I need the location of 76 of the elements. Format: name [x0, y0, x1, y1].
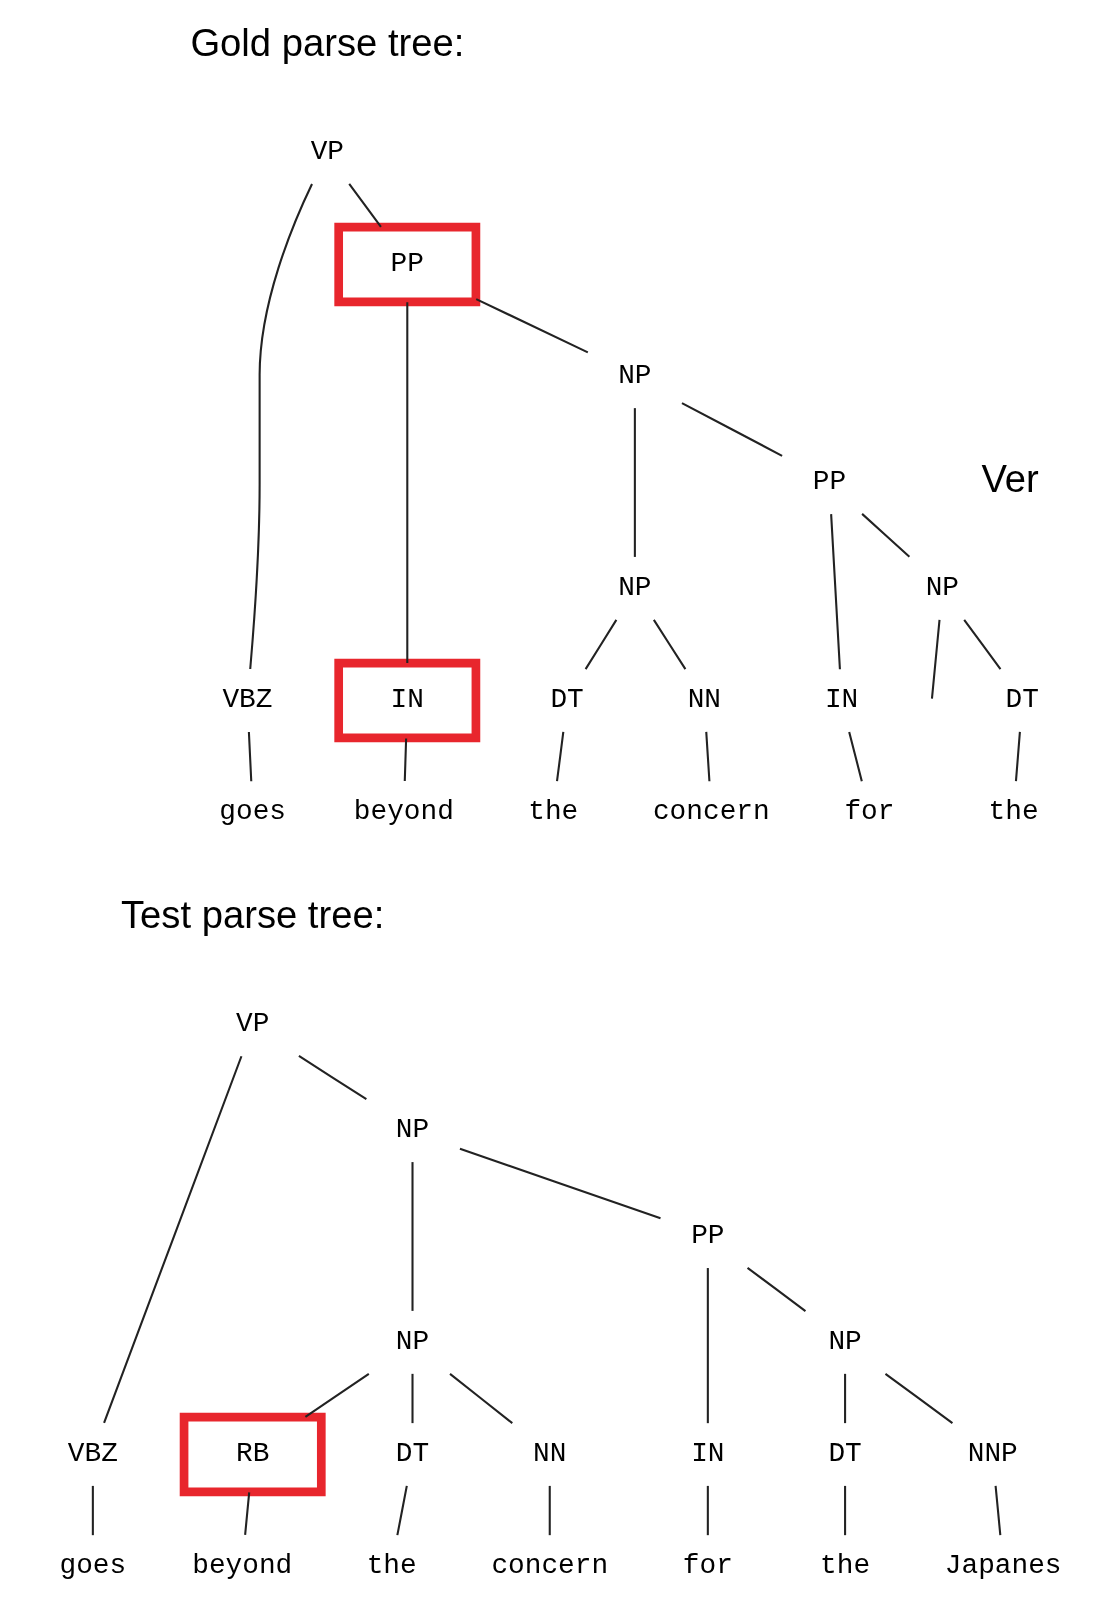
connector — [410, 1373, 414, 1424]
connector — [843, 1485, 846, 1536]
node-text: NP — [925, 572, 959, 604]
node-text: goes — [59, 1550, 126, 1582]
connector — [847, 731, 863, 782]
node-text: the — [366, 1550, 417, 1582]
connector — [962, 619, 1001, 670]
node-text: NNP — [967, 1438, 1018, 1470]
node-text: VP — [235, 1008, 269, 1040]
connector — [706, 1485, 709, 1536]
connector — [410, 1162, 414, 1311]
node-text: NN — [687, 684, 721, 716]
connector — [706, 1268, 709, 1424]
node-text: IN — [824, 684, 858, 716]
node-text: DT — [1005, 684, 1039, 716]
node-text: for — [843, 796, 894, 828]
node-text: NP — [617, 360, 652, 392]
connector — [584, 619, 617, 670]
connector — [247, 731, 252, 782]
connector — [704, 731, 710, 782]
node-text: DT — [395, 1438, 429, 1470]
connector — [297, 1055, 367, 1101]
node-text: for — [682, 1550, 733, 1582]
connector — [555, 731, 564, 782]
connector — [860, 513, 910, 558]
node-text: VP — [310, 136, 344, 168]
node-box: RB — [179, 1412, 326, 1497]
connector — [405, 302, 408, 664]
node-box: IN — [333, 658, 480, 743]
node-text: NP — [617, 572, 652, 604]
node-text: beyond — [353, 796, 454, 828]
connector — [548, 1485, 551, 1536]
node-text: NP — [395, 1114, 429, 1146]
node-box: PP — [333, 222, 480, 307]
node-text: beyond — [191, 1550, 292, 1582]
label: Ver — [980, 457, 1039, 501]
node-text: the — [819, 1550, 870, 1582]
node-text: VBZ — [67, 1438, 118, 1470]
connector — [930, 619, 941, 699]
node-text: IN — [690, 1438, 725, 1470]
node-text: goes — [218, 796, 286, 828]
node-text: PP — [812, 466, 846, 498]
node-text: VBZ — [221, 684, 272, 716]
node-text: the — [988, 796, 1039, 828]
connector — [475, 298, 588, 354]
connector — [746, 1267, 806, 1312]
connector — [884, 1373, 953, 1424]
node-text: concern — [490, 1550, 608, 1582]
connector — [91, 1485, 94, 1536]
connector — [304, 1373, 369, 1418]
connector — [633, 408, 636, 557]
connector — [1014, 731, 1021, 782]
connector — [994, 1485, 1001, 1536]
connector — [102, 1055, 242, 1424]
connector — [459, 1147, 661, 1220]
connector — [448, 1373, 513, 1424]
node-text: PP — [690, 1220, 725, 1252]
node-text: DT — [827, 1438, 862, 1470]
connector — [248, 183, 313, 670]
connector — [395, 1485, 408, 1536]
connector — [403, 738, 407, 782]
node-text: DT — [549, 684, 584, 716]
node-text: NP — [827, 1326, 862, 1358]
node-text: the — [527, 796, 578, 828]
connector — [681, 402, 783, 457]
node-text: Japanes — [944, 1550, 1062, 1582]
connector — [243, 1492, 250, 1536]
node-text: NN — [532, 1438, 566, 1470]
node-text: concern — [652, 796, 770, 828]
label: Test parse tree: — [120, 893, 384, 937]
connector — [347, 183, 382, 228]
connector — [843, 1373, 846, 1424]
connector — [652, 619, 686, 670]
connector — [829, 514, 841, 670]
label: Gold parse tree: — [189, 21, 464, 65]
node-text: NP — [395, 1326, 429, 1358]
